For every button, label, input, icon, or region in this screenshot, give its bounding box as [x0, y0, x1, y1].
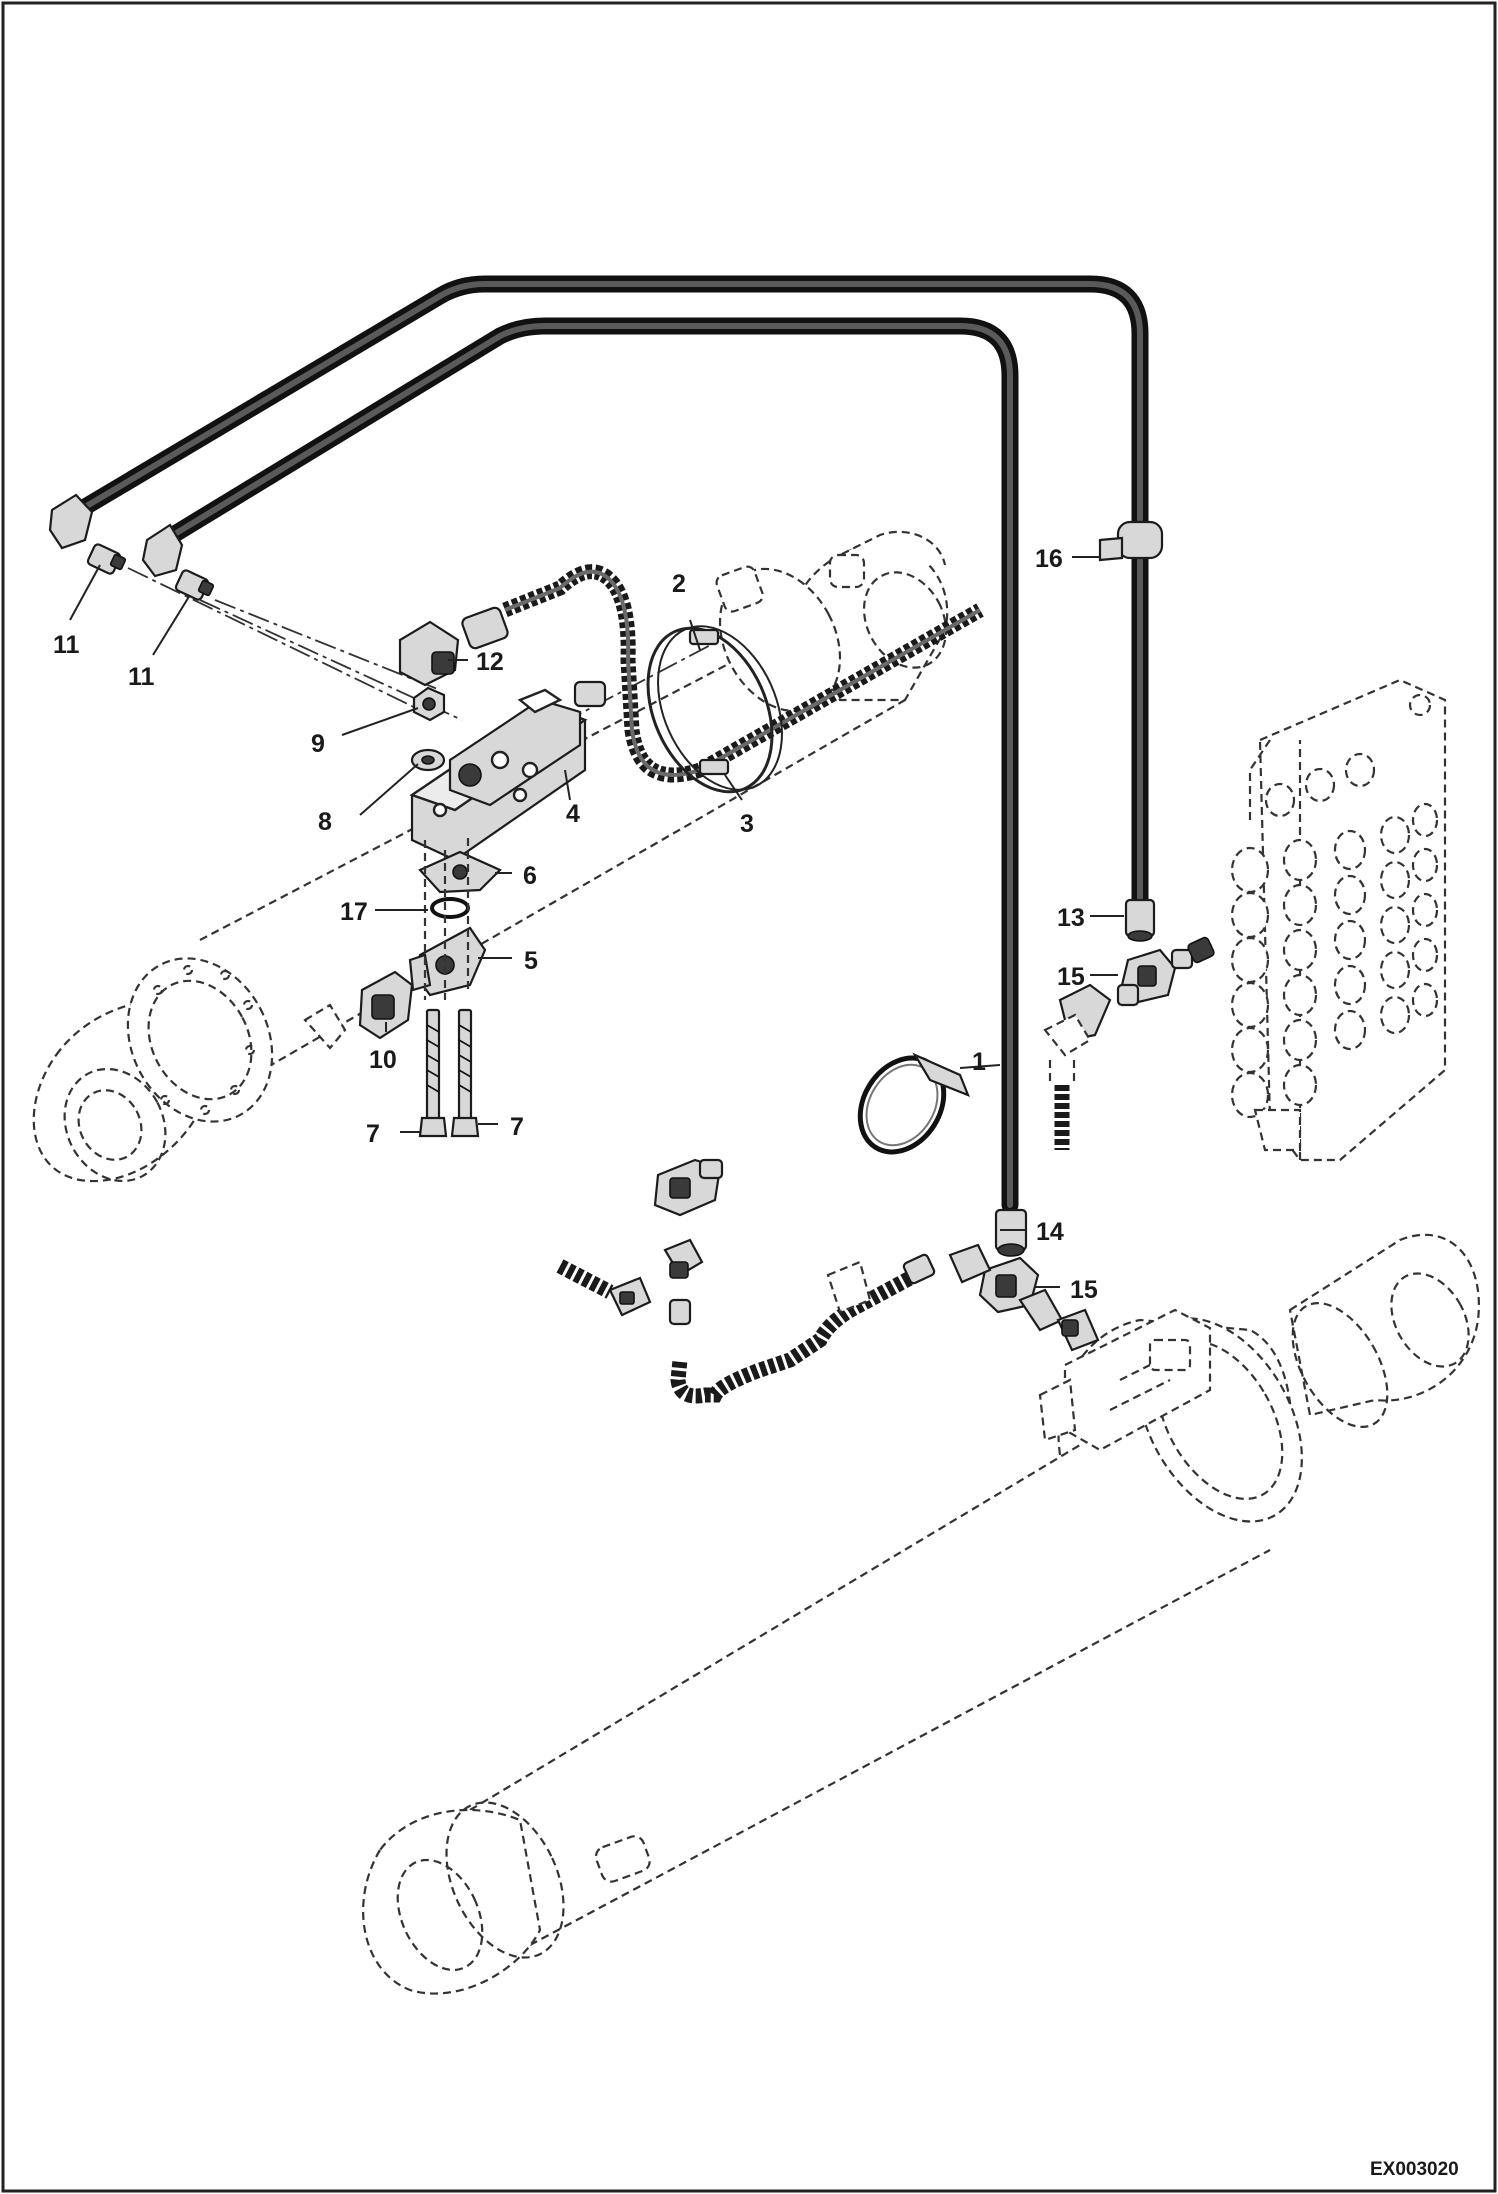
- o-ring-17: [430, 897, 470, 919]
- callout-3: 3: [740, 810, 754, 838]
- connection-line: [127, 567, 421, 711]
- hose-fitting-12: [398, 606, 509, 687]
- short-hose-right: [1048, 1060, 1076, 1150]
- nut-9: [412, 686, 446, 722]
- pipe-nut-13: [1124, 898, 1156, 942]
- pipe-nut-14: [994, 1208, 1028, 1257]
- callout-10: 10: [369, 1046, 397, 1074]
- callout-12: 12: [476, 648, 504, 676]
- connection-line: [199, 599, 463, 721]
- pipe-clamp-16: [1098, 520, 1164, 562]
- leader-lines: [69, 556, 1124, 1288]
- pipe-end-fitting-upper: [48, 493, 94, 550]
- callout-14: 14: [1036, 1218, 1064, 1246]
- drawing-code: EX003020: [1370, 2159, 1459, 2180]
- adapter-11-left: [86, 543, 127, 575]
- connection-line: [214, 599, 441, 691]
- callout-5: 5: [524, 947, 538, 975]
- callout-17: 17: [340, 898, 368, 926]
- upper-flexible-hose: [502, 564, 984, 783]
- bolt-7-right: [450, 1008, 480, 1138]
- callout-2: 2: [672, 570, 686, 598]
- callout-13: 13: [1057, 904, 1085, 932]
- upper-cylinder-ghost: [32, 530, 949, 1183]
- lower-valve-block: [1038, 1308, 1212, 1452]
- callout-4: 4: [566, 800, 580, 828]
- callout-16: 16: [1035, 545, 1063, 573]
- hose-clamp-2-3: [646, 625, 783, 794]
- flange-5: [408, 926, 487, 997]
- callout-15-upper: 15: [1057, 963, 1085, 991]
- lower-cylinder-ghost: [362, 1233, 1480, 1995]
- washer-8: [410, 748, 446, 772]
- callout-7-left: 7: [366, 1120, 380, 1148]
- tee-fitting-15-upper: [1043, 936, 1215, 1057]
- steel-pipes: [71, 275, 1149, 1214]
- clamp-1: [857, 1052, 970, 1155]
- callout-6: 6: [523, 862, 537, 890]
- callout-labels: 1 2 3 4 5 6 7 7 8 9 10 11 11 12 13 14 15…: [53, 545, 1098, 1304]
- callout-11-left: 11: [53, 631, 80, 659]
- callout-8: 8: [318, 808, 332, 836]
- tee-fitting-15-lower: [948, 1243, 1100, 1352]
- callout-1: 1: [972, 1048, 986, 1076]
- pipe-end-fitting-lower: [141, 523, 184, 578]
- adapter-11-right: [174, 569, 215, 601]
- callout-15-lower: 15: [1070, 1276, 1098, 1304]
- plate-6: [418, 850, 502, 894]
- callout-7-right: 7: [510, 1113, 524, 1141]
- bolt-7-left: [418, 1008, 448, 1138]
- lower-flexible-hose: [556, 1253, 936, 1404]
- valve-block-4: [409, 680, 607, 862]
- control-valve-ghost: [1230, 678, 1447, 1162]
- callout-11-right: 11: [128, 663, 155, 691]
- callout-9: 9: [311, 730, 325, 758]
- center-hose-fittings: [608, 1158, 724, 1326]
- fitting-10: [303, 970, 414, 1050]
